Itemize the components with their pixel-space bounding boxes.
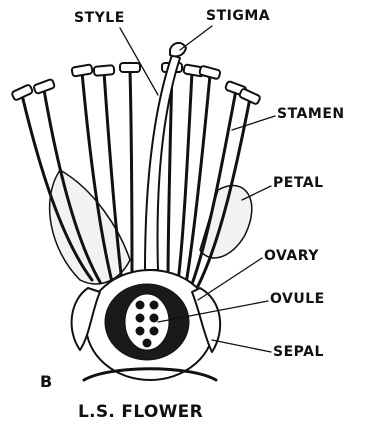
label-sepal: SEPAL <box>273 344 324 360</box>
anther <box>11 84 33 101</box>
anthers <box>11 63 261 105</box>
ovule <box>136 301 145 310</box>
figure-caption: L.S. FLOWER <box>78 402 203 422</box>
ovule <box>143 339 152 348</box>
stigma <box>170 43 186 56</box>
anther <box>94 65 115 76</box>
anther <box>71 64 92 76</box>
label-petal: PETAL <box>273 175 324 191</box>
leader-sepal <box>212 340 271 352</box>
leader-style <box>120 28 158 95</box>
label-style: STYLE <box>74 10 125 26</box>
label-stigma: STIGMA <box>206 8 270 24</box>
ovule <box>150 301 159 310</box>
petal-right <box>200 186 252 258</box>
anther <box>199 66 221 80</box>
ovule <box>150 314 159 323</box>
ovule <box>136 314 145 323</box>
stamen-filament <box>130 70 132 282</box>
anther <box>33 79 55 94</box>
leader-stigma <box>180 26 212 50</box>
label-ovary: OVARY <box>264 248 319 264</box>
anther <box>239 88 261 105</box>
label-stamen: STAMEN <box>277 106 345 122</box>
style <box>145 55 180 270</box>
anther <box>120 63 140 72</box>
leader-stamen <box>232 116 275 130</box>
label-ovule: OVULE <box>270 291 325 307</box>
ovule <box>136 327 145 336</box>
ovule <box>150 327 159 336</box>
figure-letter: B <box>40 372 53 391</box>
